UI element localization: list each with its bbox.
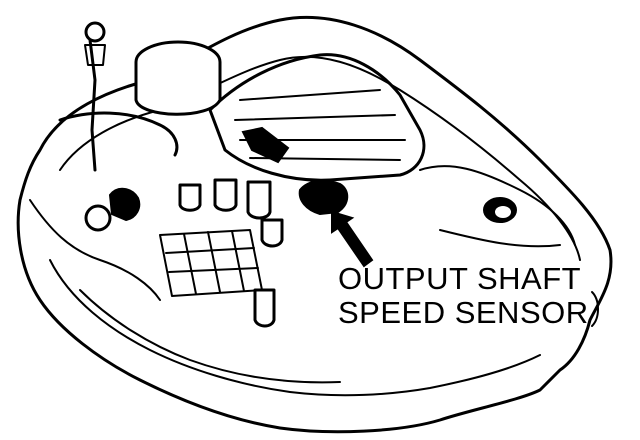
dipstick-tube xyxy=(88,38,97,172)
dipstick-handle xyxy=(84,44,106,66)
left-connector xyxy=(108,187,141,222)
center-connector xyxy=(241,126,290,164)
housing-lower-contour xyxy=(49,259,541,397)
mounting-posts xyxy=(178,178,284,328)
dipstick-ring xyxy=(84,21,106,43)
right-connector-face xyxy=(495,206,511,218)
top-cover-ribs xyxy=(234,89,406,161)
housing-lower-contour-2 xyxy=(79,289,341,384)
right-housing-detail xyxy=(419,165,576,248)
callout-bracket xyxy=(591,291,599,327)
callout-line-1: OUTPUT SHAFT xyxy=(338,261,582,296)
left-housing-detail xyxy=(29,199,161,301)
left-plug xyxy=(84,204,112,232)
callout-line-2: SPEED SENSOR xyxy=(338,295,589,330)
transaxle-housing-outline xyxy=(16,15,613,434)
hose-left xyxy=(58,111,179,157)
passage-grid xyxy=(159,229,263,297)
housing-inner-contour xyxy=(59,55,581,261)
reservoir-body xyxy=(134,62,222,116)
speed-sensor xyxy=(298,179,349,216)
sensor-arrow xyxy=(331,210,374,268)
top-cover xyxy=(208,53,426,182)
callout-label: OUTPUT SHAFT SPEED SENSOR xyxy=(338,262,589,330)
